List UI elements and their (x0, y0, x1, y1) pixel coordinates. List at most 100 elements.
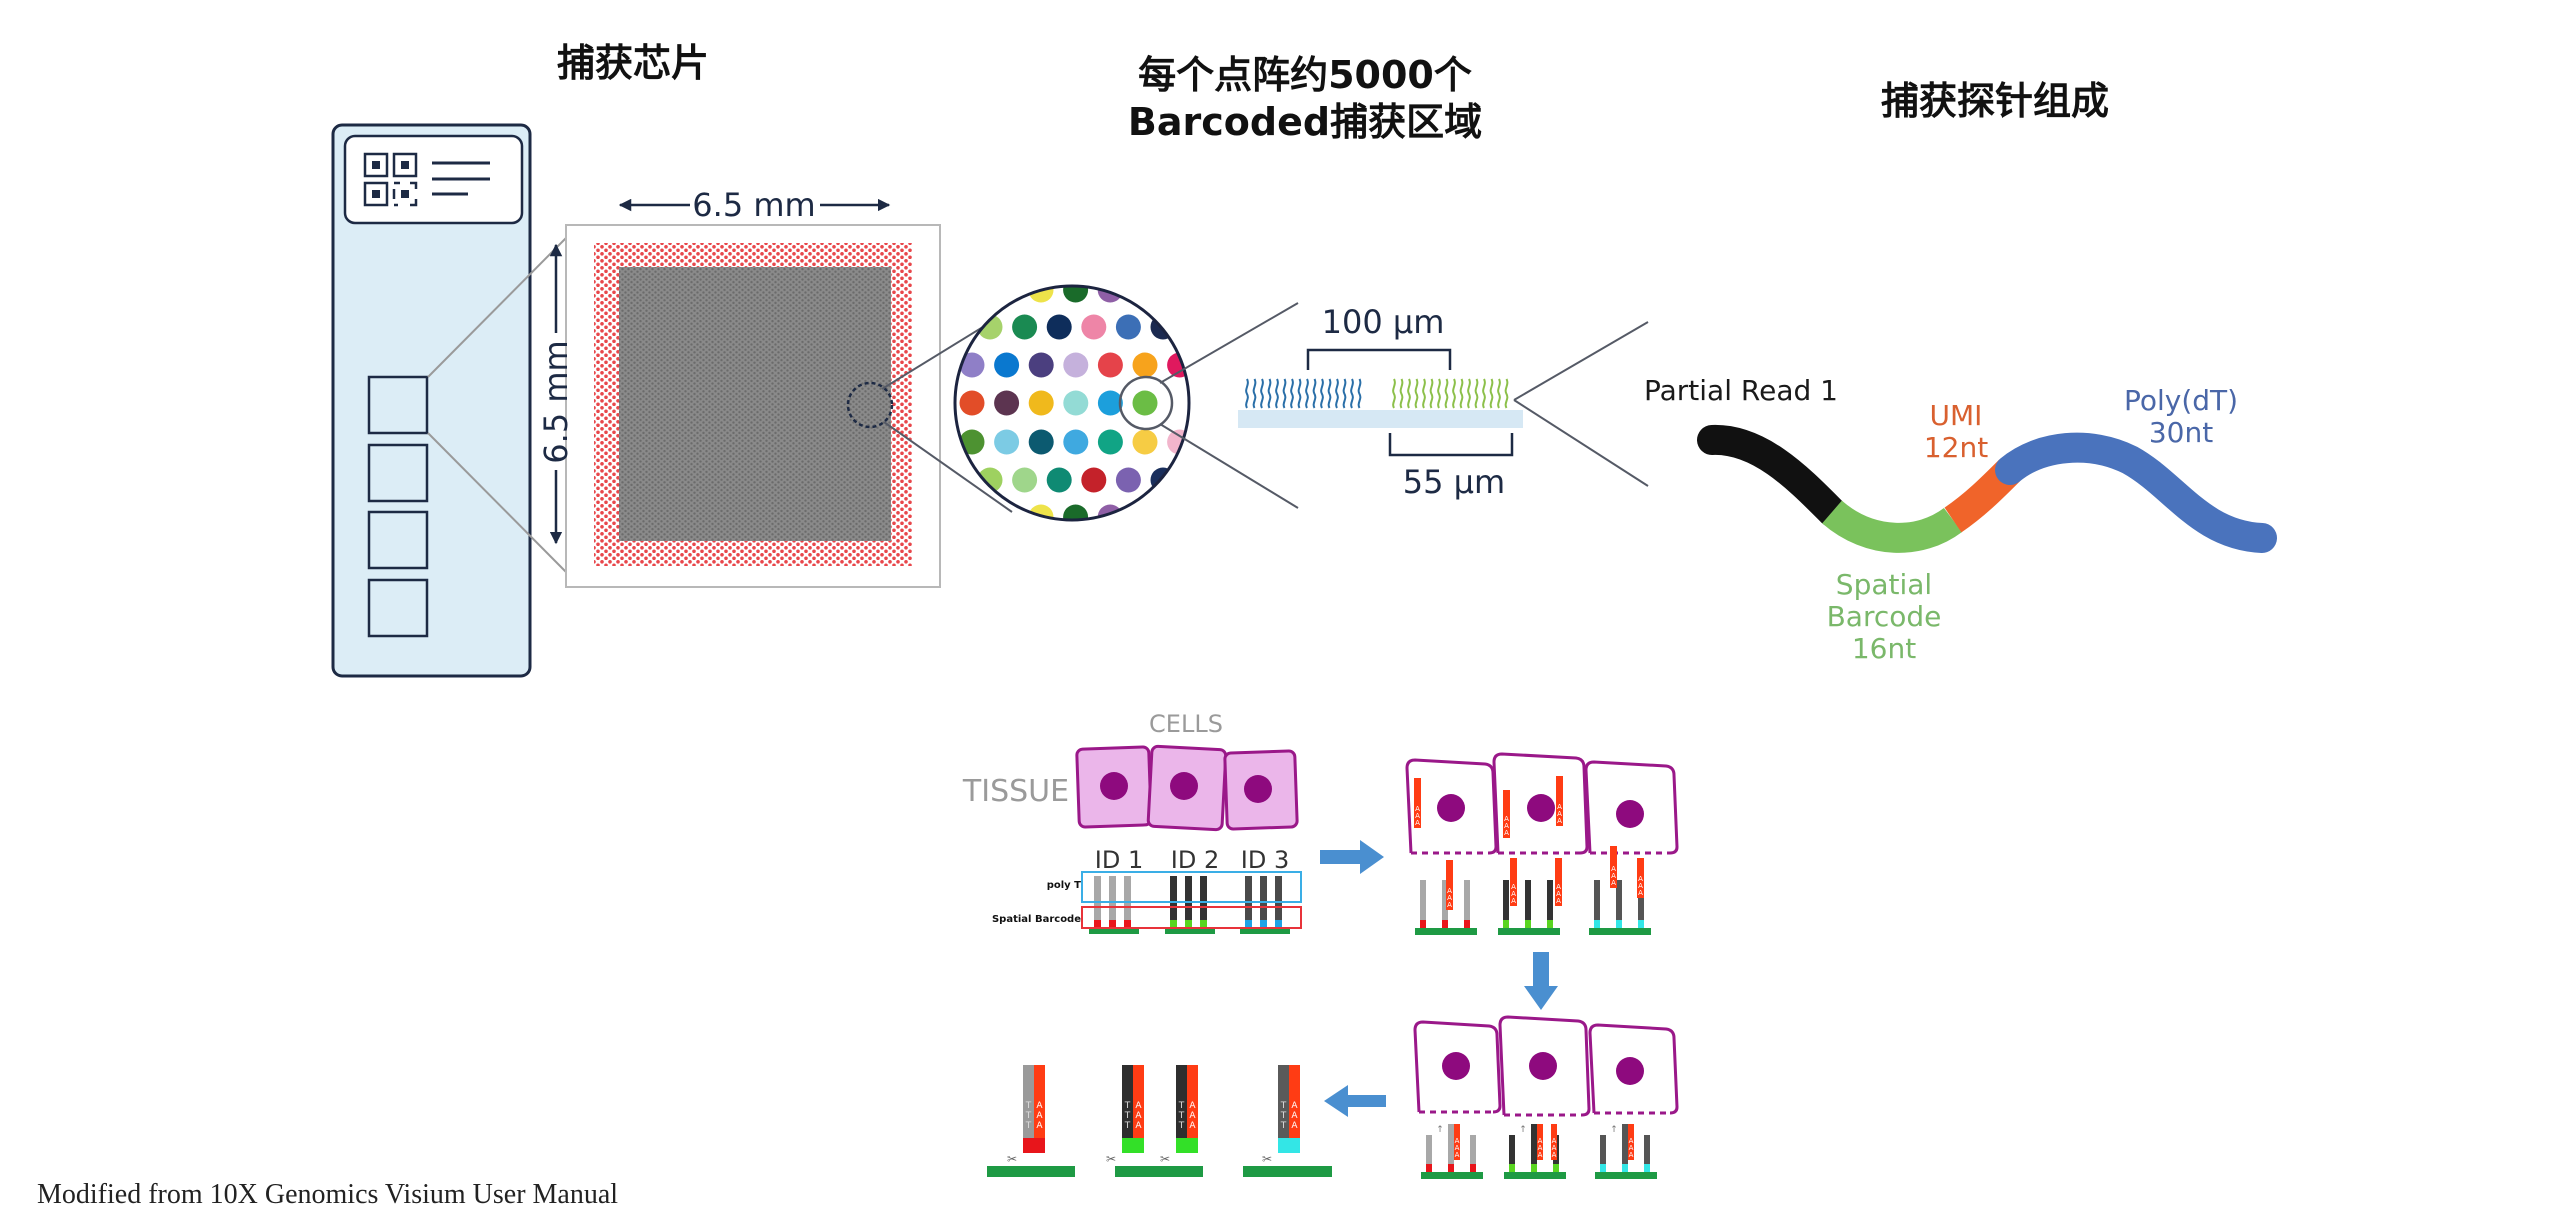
poly-a-letter: A (1638, 875, 1643, 883)
capture-oligo (1429, 378, 1434, 409)
barcoded-spot (1150, 467, 1176, 493)
poly-t-oligo (1245, 876, 1252, 920)
scissors-icon: ✂ (1160, 1152, 1170, 1166)
poly-a-letter: A (1504, 822, 1509, 830)
label-umi-length: 12nt (1924, 431, 1988, 464)
spatial-barcode-segment (1420, 920, 1426, 928)
id-label-3: ID 3 (1241, 846, 1289, 874)
spot-base (1504, 1172, 1566, 1179)
mrna-strand (1414, 778, 1421, 828)
capture-oligo (1305, 378, 1309, 409)
barcoded-spot (1097, 429, 1123, 455)
spot-base (1498, 928, 1560, 935)
capture-oligo (1414, 378, 1419, 409)
label-polydt: Poly(dT) (2124, 384, 2238, 417)
spot-base (1589, 928, 1651, 935)
poly-t-oligo (1622, 1124, 1628, 1164)
spatial-barcode-segment (1245, 920, 1252, 928)
spatial-barcode-segment (1200, 920, 1207, 928)
poly-a-letter: A (1455, 1144, 1460, 1152)
scissors-icon: ✂ (1106, 1152, 1116, 1166)
cells-label: CELLS (1149, 710, 1223, 738)
barcoded-spot (1132, 429, 1158, 455)
mrna-strand (1628, 1124, 1634, 1160)
barcoded-spot (1028, 429, 1054, 455)
spatial-barcode-segment (1594, 920, 1600, 928)
poly-t-oligo (1170, 876, 1177, 920)
spot-base (987, 1166, 1075, 1177)
probe-segment-polydt (1995, 432, 2277, 553)
spot-spacing-detail: 100 µm 55 µm (1238, 303, 1523, 501)
extension-arrow-icon: ↑ (1519, 1125, 1527, 1135)
spot-array (619, 267, 891, 541)
spatial-barcode-segment (1600, 1164, 1606, 1172)
spot-zoom-circle (953, 284, 1191, 522)
spatial-barcode-segment (1644, 1164, 1650, 1172)
scissors-icon: ✂ (1262, 1152, 1272, 1166)
tissue-cells (1075, 744, 1299, 832)
poly-a-letter: A (1415, 812, 1420, 820)
spatial-barcode-segment (1616, 920, 1622, 928)
poly-t-letter: T (1025, 1111, 1032, 1121)
spot-base (1415, 928, 1477, 935)
cdna-barcode-segment (1122, 1138, 1144, 1153)
capture-oligo (1342, 378, 1347, 409)
capture-area-4 (367, 578, 429, 638)
poly-t-oligo (1600, 1135, 1606, 1164)
poly-t-oligo (1442, 880, 1448, 920)
poly-t-oligo (1260, 876, 1267, 920)
workflow-step1: TISSUE CELLS ID 1 ID 2 ID 3 poly T Spati… (962, 710, 1302, 934)
poly-t-oligo (1503, 880, 1509, 920)
arrow-right-icon (1320, 840, 1384, 874)
poly-t-letter: T (1280, 1101, 1287, 1111)
capture-area-2 (367, 443, 429, 503)
capture-oligo (1335, 378, 1339, 409)
barcoded-spot (959, 429, 985, 455)
poly-a-letter: A (1447, 887, 1452, 895)
spot-circle-outline (953, 284, 1191, 522)
barcoded-spot (1063, 504, 1089, 520)
scissors-icon: ✂ (1007, 1152, 1017, 1166)
poly-t-oligo (1547, 880, 1553, 920)
capture-oligo (1297, 378, 1302, 409)
poly-a-letter: A (1135, 1101, 1142, 1111)
cdna-synthesis-cells (1413, 1015, 1679, 1117)
title-capture-chip: 捕获芯片 (556, 41, 709, 85)
cell-nucleus (1527, 794, 1555, 822)
poly-t-oligo (1644, 1135, 1650, 1164)
spot-base (1421, 1172, 1483, 1179)
barcoded-spot (1012, 314, 1038, 340)
spatial-barcode-label: Spatial Barcode (992, 914, 1081, 925)
capture-area-zoom: 6.5 mm 6.5 mm (537, 186, 941, 588)
cdna-polyt-strand (1023, 1065, 1034, 1138)
tissue-label: TISSUE (962, 774, 1069, 809)
barcoded-spot (1097, 390, 1123, 416)
poly-t-letter: T (1124, 1121, 1131, 1131)
spatial-barcode-segment (1275, 920, 1282, 928)
barcode-box (1081, 906, 1302, 929)
barcoded-spot (959, 352, 985, 378)
barcoded-spot (1028, 390, 1054, 416)
poly-a-letter: A (1611, 865, 1616, 873)
cdna-barcode-segment (1278, 1138, 1300, 1153)
spatial-barcode-segment (1509, 1164, 1515, 1172)
title-probe-composition: 捕获探针组成 (1880, 79, 2109, 123)
poly-t-letter: T (1124, 1111, 1131, 1121)
poly-a-letter: A (1504, 815, 1509, 823)
poly-a-letter: A (1552, 1137, 1557, 1145)
zoom-line-probe-top (1513, 321, 1649, 401)
poly-t-oligo (1275, 876, 1282, 920)
permeabilized-cells (1405, 752, 1679, 855)
poly-a-letter: A (1552, 1144, 1557, 1152)
poly-a-letter: A (1629, 1144, 1634, 1152)
capture-oligo (1407, 378, 1411, 409)
barcoded-spot (1028, 352, 1054, 378)
zoom-line-spot-bottom (883, 421, 1013, 513)
poly-a-letter: A (1135, 1121, 1142, 1131)
poly-t-letter: T (1280, 1111, 1287, 1121)
poly-t-oligo (1420, 880, 1426, 920)
mrna-strand (1446, 860, 1453, 910)
label-partial-read1: Partial Read 1 (1644, 374, 1838, 407)
